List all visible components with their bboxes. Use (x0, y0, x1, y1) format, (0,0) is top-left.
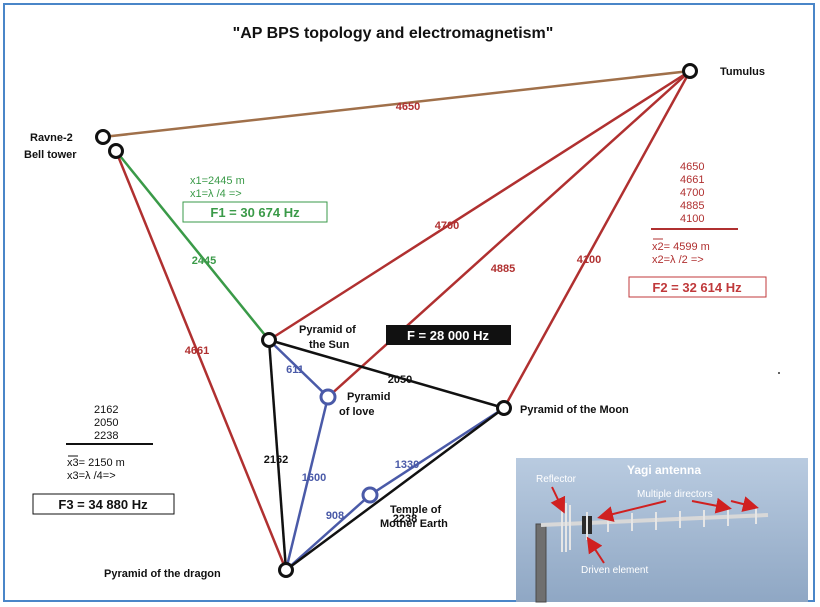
f-center-freq: F = 28 000 Hz (407, 328, 490, 343)
edge-sun-dragon (267, 339, 288, 571)
f3-value: 2050 (94, 417, 118, 429)
f2-mean: x2= 4599 m (652, 241, 710, 253)
edge-label-sun-moon: 2050 (388, 374, 412, 386)
f3-value: 2238 (94, 430, 118, 442)
edge-label-moon-dragon: 2238 (393, 513, 417, 525)
f2-freq: F2 = 32 614 Hz (652, 280, 742, 295)
f3-value: 2162 (94, 404, 118, 416)
f2-value: 4661 (680, 174, 704, 186)
yagi-driven-label: Driven element (581, 565, 648, 576)
yagi-antenna-photo: Yagi antenna Reflector Multiple director… (516, 458, 808, 603)
edge-label-moon-tumulus: 4100 (577, 254, 601, 266)
node-label-earth-1: Temple of (390, 504, 441, 516)
diagram-title: "AP BPS topology and electromagnetism" (233, 25, 554, 42)
nodes (95, 63, 698, 578)
edge-label-moon-earth: 1330 (395, 459, 419, 471)
f2-block: 4650 4661 4700 4885 4100 x2= 4599 m x2=λ… (628, 161, 767, 298)
node-bell-tower (108, 143, 124, 159)
yagi-photo-bg (516, 458, 808, 602)
f1-block: x1=2445 m x1=λ /4 => F1 = 30 674 Hz (182, 175, 328, 223)
f2-line2: x2=λ /2 => (652, 254, 704, 266)
node-ravne (95, 129, 111, 145)
edge-moon-tumulus (502, 70, 692, 409)
yagi-directors-label: Multiple directors (637, 489, 713, 500)
f3-freq: F3 = 34 880 Hz (58, 497, 148, 512)
node-love (319, 388, 337, 406)
yagi-arrows (550, 486, 759, 564)
node-label-bell: Bell tower (24, 149, 77, 161)
f2-box (628, 276, 767, 298)
edge-label-sun-love: 611 (286, 364, 304, 376)
edge-sun-tumulus (268, 69, 691, 342)
node-label-moon: Pyramid of the Moon (520, 404, 629, 416)
yagi-boom (540, 513, 769, 527)
edge-love-dragon (284, 396, 330, 571)
node-label-earth-2: Mother Earth (380, 518, 448, 530)
edge-label-sun-tumulus: 4700 (435, 220, 459, 232)
node-tumulus (682, 63, 698, 79)
stray-dot (778, 372, 780, 374)
edge-label-bell-dragon: 4661 (185, 345, 209, 357)
f2-value: 4885 (680, 200, 704, 212)
f-center-block: F = 28 000 Hz (386, 325, 511, 345)
f3-mean: x3= 2150 m (67, 457, 125, 469)
edge-labels: 4650 2445 4661 4700 4885 4100 611 2050 2… (185, 101, 601, 525)
edge-bell-dragon (114, 150, 288, 571)
edge-label-earth-dragon: 908 (326, 510, 344, 522)
node-label-tumulus: Tumulus (720, 66, 765, 78)
node-moon (496, 400, 512, 416)
f1-line1: x1=2445 m (190, 175, 245, 187)
node-label-sun-1: Pyramid of (299, 324, 356, 336)
f3-block: 2162 2050 2238 x3= 2150 m x3=λ /4=> F3 =… (32, 404, 175, 515)
edge-label-bell-sun: 2445 (192, 255, 216, 267)
f3-box (32, 493, 175, 515)
node-label-love-1: Pyramid (347, 391, 390, 403)
f2-value: 4700 (680, 187, 704, 199)
node-label-dragon: Pyramid of the dragon (104, 568, 221, 580)
edge-ravne-tumulus (102, 69, 691, 139)
edge-sun-moon (268, 338, 505, 410)
f1-line2: x1=λ /4 => (190, 188, 242, 200)
f1-box (182, 201, 328, 223)
f3-line2: x3=λ /4=> (67, 470, 116, 482)
edge-label-love-dragon: 1600 (302, 472, 326, 484)
edge-bell-sun (115, 150, 270, 341)
yagi-reflector-label: Reflector (536, 474, 577, 485)
f2-value: 4650 (680, 161, 704, 173)
edge-love-tumulus (327, 70, 691, 398)
node-labels: Ravne-2 Bell tower Tumulus Pyramid of th… (24, 66, 765, 580)
edge-label-ravne-tumulus: 4650 (396, 101, 420, 113)
node-earth (361, 486, 379, 504)
node-label-love-2: of love (339, 406, 374, 418)
node-dragon (278, 562, 294, 578)
f1-freq: F1 = 30 674 Hz (210, 205, 300, 220)
edges (102, 69, 692, 572)
edge-sun-love (268, 339, 329, 398)
f2-value: 4100 (680, 213, 704, 225)
edge-earth-dragon (285, 494, 371, 571)
edge-moon-earth (369, 406, 505, 497)
node-label-ravne: Ravne-2 (30, 132, 73, 144)
node-sun (261, 332, 277, 348)
f-center-box (386, 325, 511, 345)
yagi-mast (535, 523, 547, 603)
node-label-sun-2: the Sun (309, 339, 350, 351)
edge-label-sun-dragon: 2162 (264, 454, 288, 466)
edge-moon-dragon (285, 406, 505, 572)
yagi-title: Yagi antenna (627, 463, 701, 477)
edge-label-love-tumulus: 4885 (491, 263, 515, 275)
